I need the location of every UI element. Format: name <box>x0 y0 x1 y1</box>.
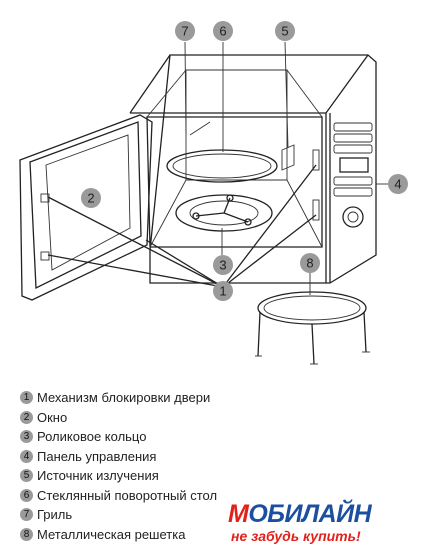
legend-number: 6 <box>20 488 33 502</box>
legend-number: 8 <box>20 527 33 541</box>
callout-2: 2 <box>81 188 101 208</box>
logo-brand-first-letter: М <box>228 500 249 528</box>
mobilain-logo: МОБИЛАЙН не забудь купить! <box>228 500 378 544</box>
legend-label: Панель управления <box>37 448 157 464</box>
legend-label: Гриль <box>37 507 73 523</box>
callout-7: 7 <box>175 21 195 41</box>
legend-label: Стеклянный поворотный стол <box>37 487 218 503</box>
leader-lines <box>47 41 388 295</box>
legend-item-3: 3 Роликовое кольцо <box>20 427 217 447</box>
svg-text:6: 6 <box>219 24 226 39</box>
svg-text:7: 7 <box>181 24 188 39</box>
svg-text:4: 4 <box>394 177 401 192</box>
logo-slogan: не забудь купить! <box>231 528 361 544</box>
logo-brand-rest: ОБИЛАЙН <box>248 500 372 528</box>
control-panel <box>333 122 373 228</box>
microwave-diagram: 7 6 5 4 2 3 8 1 <box>19 21 408 365</box>
callout-8: 8 <box>300 253 320 273</box>
metal-rack <box>255 291 370 365</box>
callout-5: 5 <box>275 21 295 41</box>
callout-1: 1 <box>213 281 233 301</box>
legend-item-5: 5 Источник излучения <box>20 466 217 486</box>
roller-ring <box>175 194 273 232</box>
callout-6: 6 <box>213 21 233 41</box>
legend-label: Источник излучения <box>37 468 159 484</box>
legend-number: 7 <box>20 508 33 522</box>
callout-3: 3 <box>213 255 233 275</box>
legend-number: 3 <box>20 430 33 444</box>
glass-turntable <box>166 149 278 183</box>
svg-text:5: 5 <box>281 24 288 39</box>
legend-label: Роликовое кольцо <box>37 429 147 445</box>
legend-number: 2 <box>20 410 33 424</box>
legend-item-1: 1 Механизм блокировки двери <box>20 388 217 408</box>
svg-text:2: 2 <box>87 191 94 206</box>
legend-label: Металлическая решетка <box>37 526 186 542</box>
svg-text:3: 3 <box>219 258 226 273</box>
oven-body <box>129 54 377 284</box>
svg-text:1: 1 <box>219 284 226 299</box>
logo-brand: МОБИЛАЙН <box>228 500 378 528</box>
legend-number: 5 <box>20 469 33 483</box>
legend-number: 4 <box>20 449 33 463</box>
callout-4: 4 <box>388 174 408 194</box>
legend-number: 1 <box>20 391 33 405</box>
door <box>19 114 153 301</box>
legend-item-4: 4 Панель управления <box>20 447 217 467</box>
legend-label: Механизм блокировки двери <box>37 390 211 406</box>
svg-text:8: 8 <box>306 256 313 271</box>
legend-item-7: 7 Гриль <box>20 505 217 525</box>
legend-item-2: 2 Окно <box>20 408 217 428</box>
legend: 1 Механизм блокировки двери 2 Окно 3 Рол… <box>20 388 217 544</box>
legend-item-6: 6 Стеклянный поворотный стол <box>20 486 217 506</box>
legend-label: Окно <box>37 409 68 425</box>
legend-item-8: 8 Металлическая решетка <box>20 525 217 545</box>
